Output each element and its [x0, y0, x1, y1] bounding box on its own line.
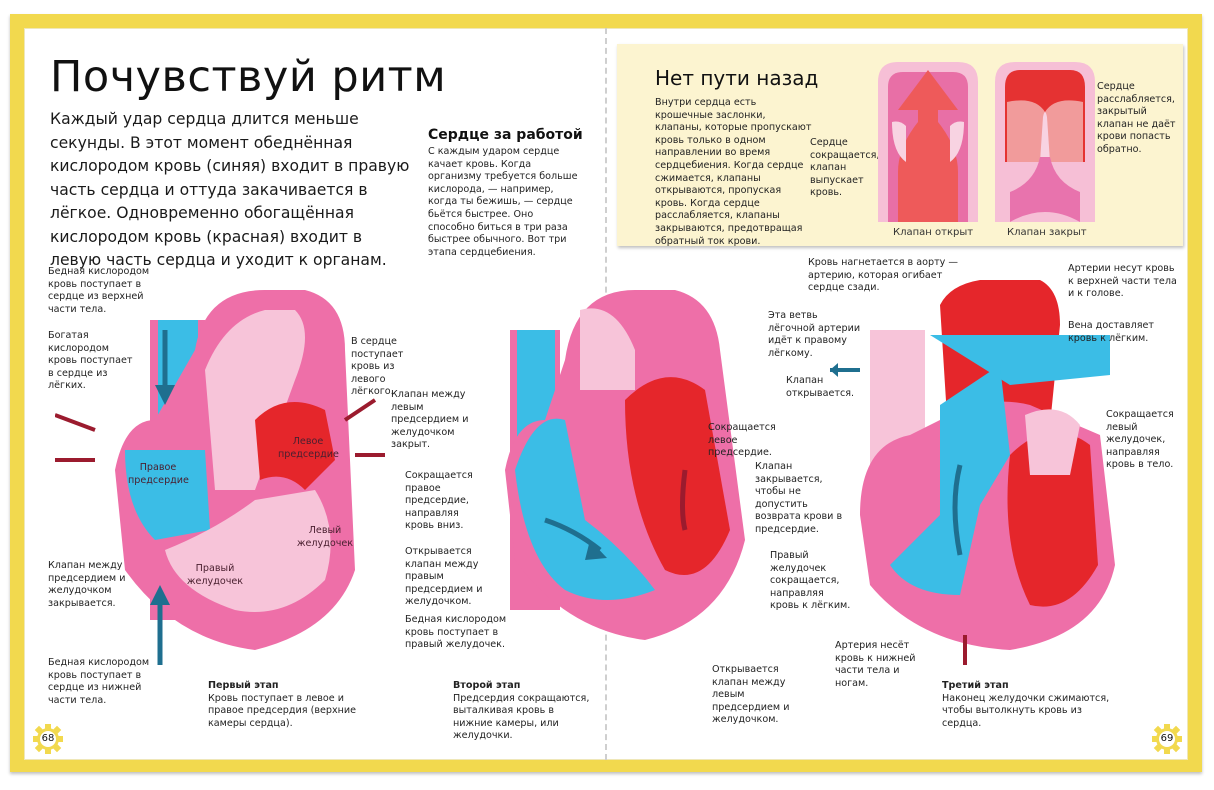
stage1-caption: Первый этап Кровь поступает в левое и пр… — [208, 680, 358, 730]
stage3-text: Наконец желудочки сжимаются, чтобы вытол… — [942, 692, 1110, 729]
label-valve-opens-right: Открывается клапан между правым предсерд… — [405, 546, 483, 608]
label-left-atrium: Левое предсердие — [278, 436, 339, 460]
label-right-ventricle-contracts: Правый желудочек сокращается, направляя … — [770, 550, 851, 612]
heart-stage1-illustration — [55, 290, 385, 665]
label-valve-closed: Клапан между левым предсердием и желудоч… — [391, 389, 469, 451]
label-from-lungs: Богатая кислородом кровь поступает в сер… — [48, 330, 133, 392]
label-valve-closing: Клапан между предсердием и желудочком за… — [48, 560, 126, 609]
valve-open-illustration — [878, 62, 978, 222]
label-left-ventricle-contracts: Сокращается левый желудочек, направляя к… — [1106, 409, 1174, 471]
label-left-lung: В сердце поступает кровь из левого лёгко… — [351, 336, 404, 398]
sidebar-heading: Сердце за работой — [428, 127, 583, 143]
label-left-ventricle: Левый желудочек — [296, 525, 354, 549]
page-number-left: 68 — [33, 724, 63, 754]
label-arteries-up: Артерии несут кровь к верхней части тела… — [1068, 263, 1177, 300]
label-valve-opens-left: Открывается клапан между левым предсерди… — [712, 664, 790, 726]
gear-icon — [1152, 724, 1182, 754]
heart-stage2-illustration — [505, 290, 745, 640]
label-pulmonary-branch: Эта ветвь лёгочной артерии идёт к правом… — [768, 310, 861, 359]
valve-closed-note: Сердце расслабляется, закрытый клапан не… — [1097, 81, 1176, 155]
stage2-text: Предсердия сокращаются, выталкивая кровь… — [453, 692, 590, 742]
valve-open-note: Сердце сокращается, клапан выпускает кро… — [810, 137, 880, 199]
sidebar-text: С каждым ударом сердце качает кровь. Ког… — [428, 146, 578, 258]
valve-box-heading: Нет пути назад — [655, 66, 819, 90]
valve-open-caption: Клапан открыт — [893, 227, 974, 238]
label-upper-body: Бедная кислородом кровь поступает в серд… — [48, 266, 150, 315]
label-vein-lungs: Вена доставляет кровь к лёгким. — [1068, 320, 1154, 344]
label-left-atrium-contracts: Сокращается левое предсердие. — [708, 422, 776, 459]
label-into-ventricle: Бедная кислородом кровь поступает в прав… — [405, 614, 507, 651]
intro-paragraph: Каждый удар сердца длится меньше секунды… — [50, 110, 410, 269]
stage2-heading: Второй этап — [453, 680, 521, 691]
page-title: Почувствуй ритм — [50, 52, 447, 102]
label-right-ventricle: Правый желудочек — [186, 563, 244, 587]
page-number-right: 69 — [1152, 724, 1182, 754]
label-lower-body: Бедная кислородом кровь поступает в серд… — [48, 657, 150, 706]
valve-closed-caption: Клапан закрыт — [1007, 227, 1087, 238]
label-valve-opens: Клапан открывается. — [786, 375, 855, 399]
label-right-atrium-contracts: Сокращается правое предсердие, направляя… — [405, 470, 473, 532]
valve-box-text: Внутри сердца есть крошечные заслонки, к… — [655, 97, 812, 247]
stage2-caption: Второй этап Предсердия сокращаются, выта… — [453, 680, 593, 743]
stage3-heading: Третий этап — [942, 680, 1009, 691]
label-artery-down: Артерия несёт кровь к нижней части тела … — [835, 640, 916, 689]
heart-stage3-illustration — [830, 280, 1115, 665]
label-right-atrium: Правое предсердие — [128, 462, 189, 486]
stage3-caption: Третий этап Наконец желудочки сжимаются,… — [942, 680, 1112, 730]
stage1-heading: Первый этап — [208, 680, 279, 691]
stage1-text: Кровь поступает в левое и правое предсер… — [208, 692, 357, 729]
label-valve-closes: Клапан закрывается, чтобы не допустить в… — [755, 461, 843, 535]
valve-closed-illustration — [995, 62, 1095, 222]
gear-icon — [33, 724, 63, 754]
label-aorta: Кровь нагнетается в аорту — артерию, кот… — [808, 257, 959, 294]
